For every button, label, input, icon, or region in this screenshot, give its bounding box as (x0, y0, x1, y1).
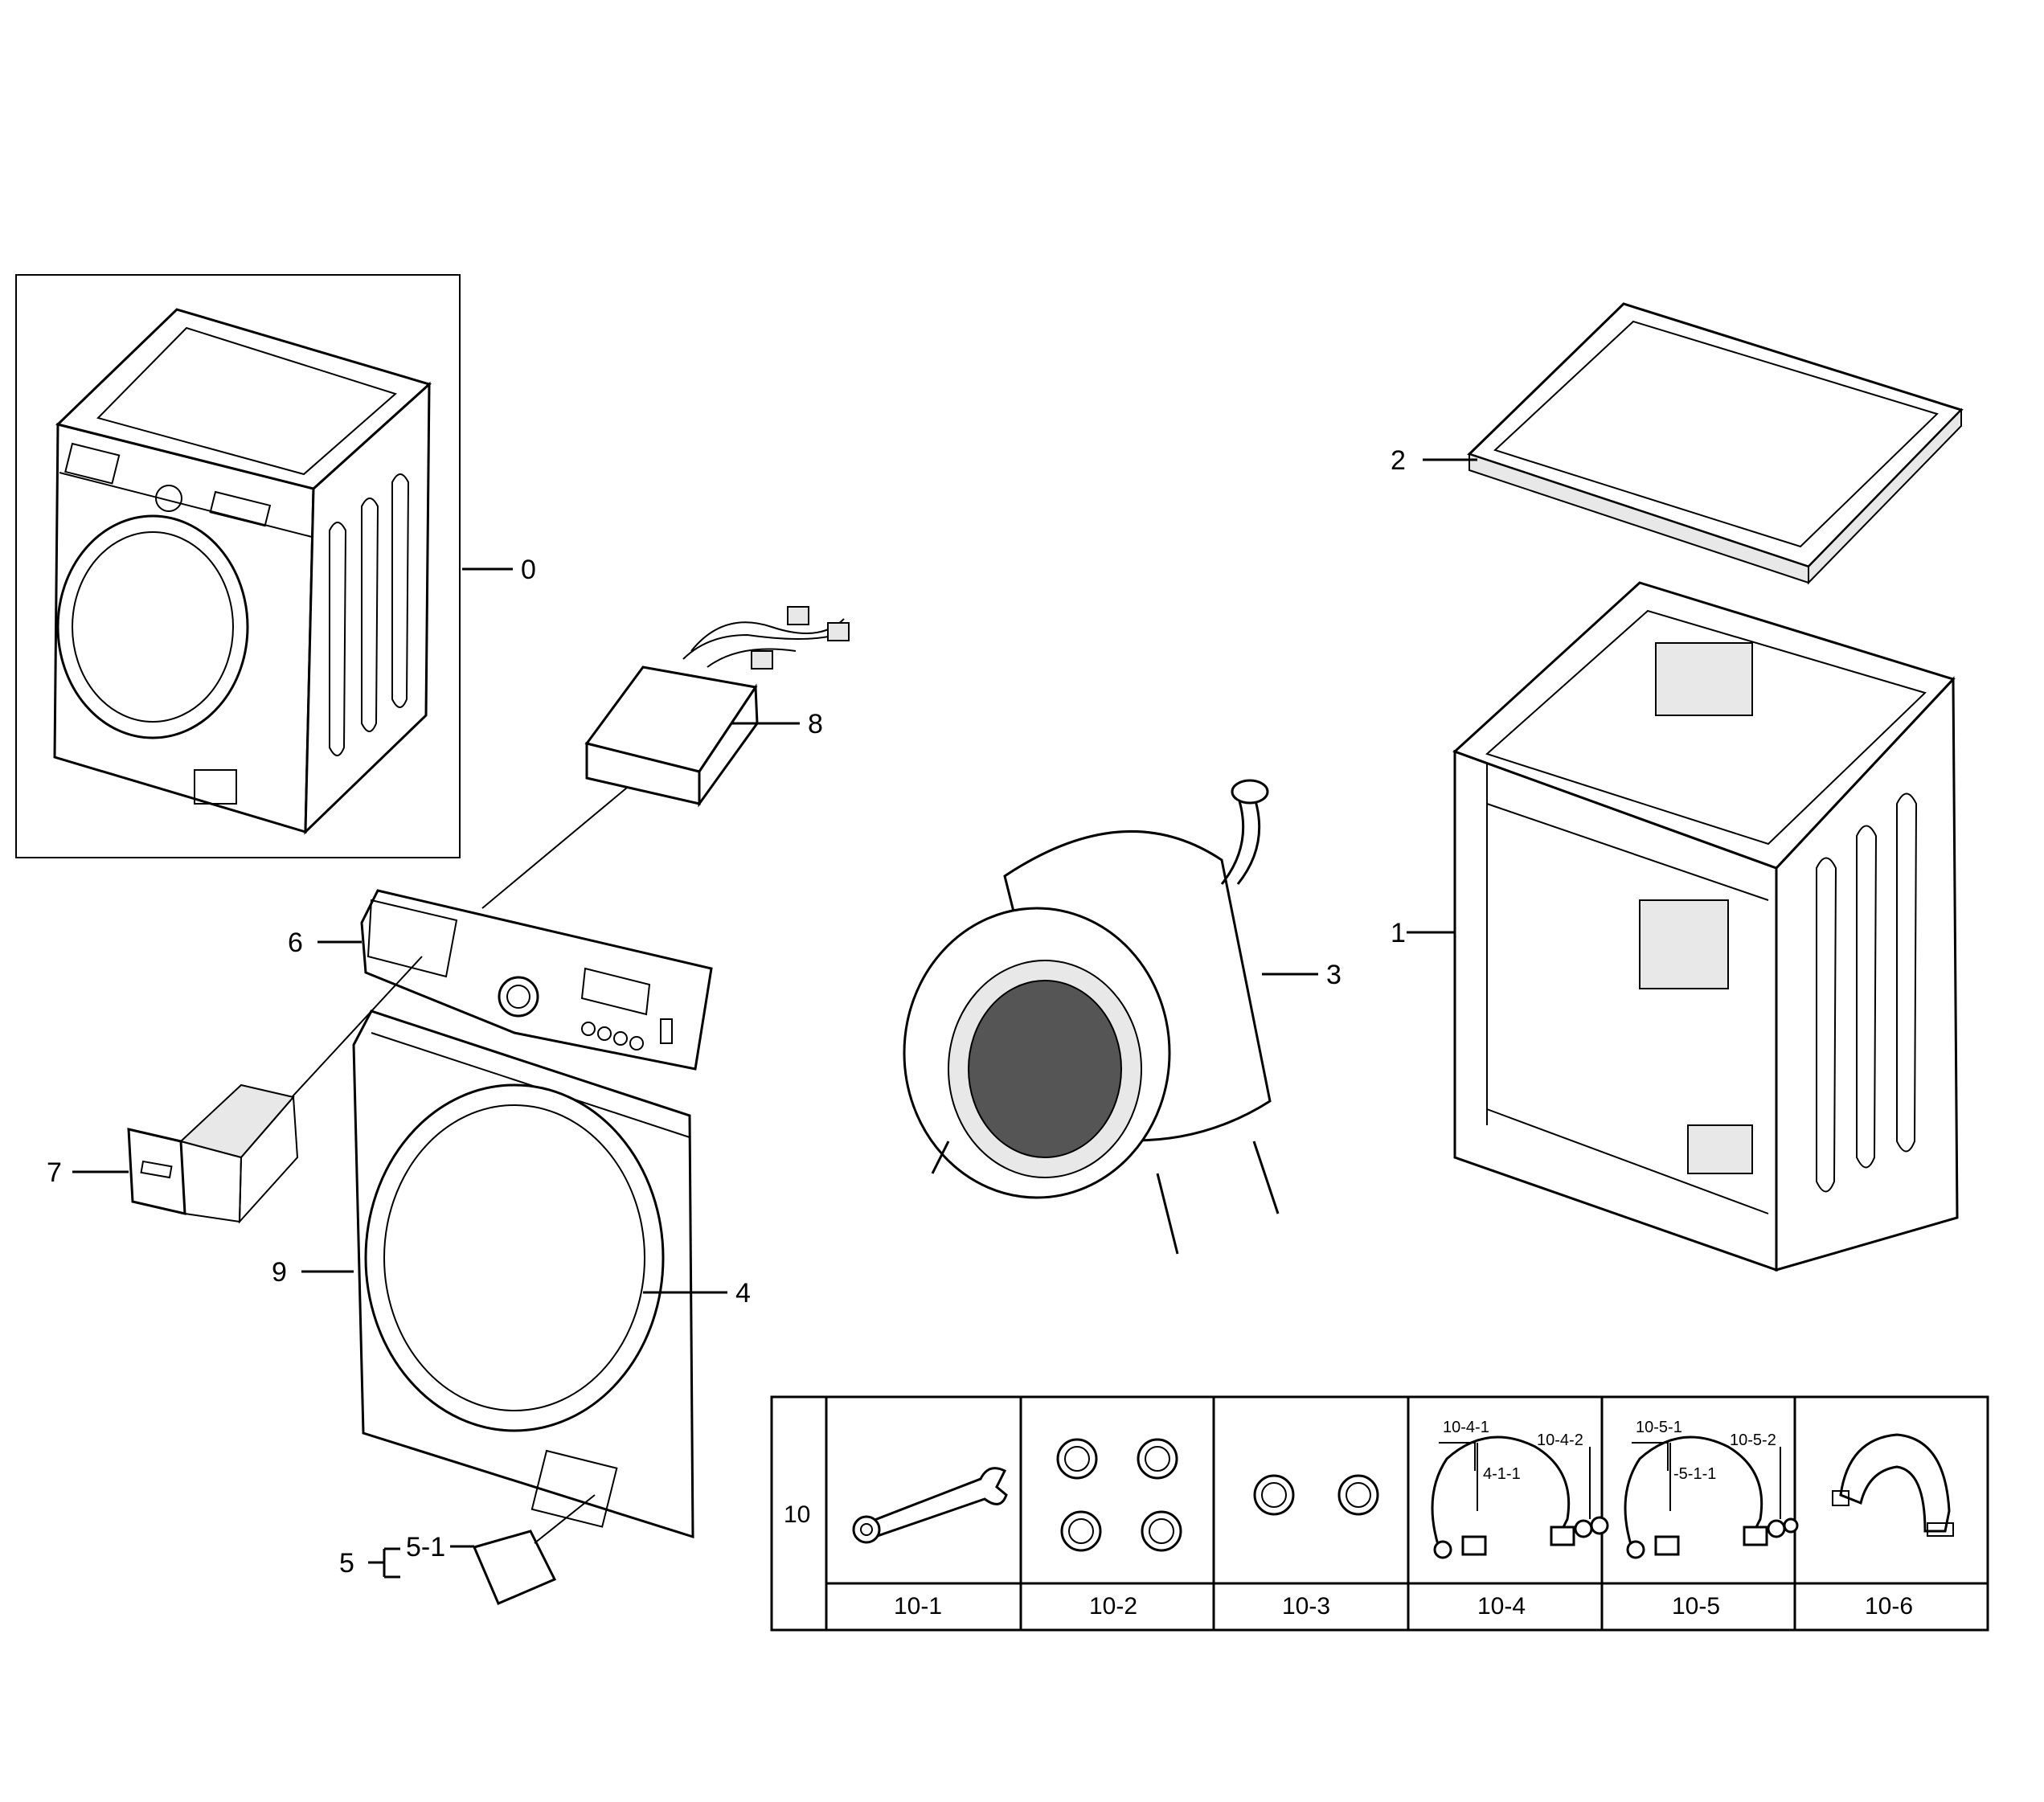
callout-3: 3 (1326, 960, 1342, 990)
accessory-10-3-label: 10-3 (1282, 1593, 1330, 1620)
accessory-10-4-2-label: 10-4-2 (1537, 1431, 1583, 1449)
accessory-10-4-hose (1431, 1435, 1609, 1559)
control-panel-display (580, 967, 651, 1016)
callout-1: 1 (1391, 918, 1406, 948)
cabinet-valve (1655, 642, 1753, 716)
callout-6: 6 (288, 928, 303, 958)
control-panel-drawer-slot (367, 899, 458, 978)
accessory-10-1-label: 10-1 (894, 1593, 942, 1620)
door-glass (383, 1104, 645, 1411)
accessory-row-label: 10 (784, 1501, 810, 1528)
part-9-front-panel: 9 4 (272, 1010, 751, 1539)
tub-damper-left (931, 1141, 950, 1174)
accessory-table-border (770, 1395, 1989, 1632)
part-2-top-cover: 2 (1391, 302, 1964, 585)
part-1-cabinet: 1 (1391, 581, 1959, 1272)
accessory-10-3-caps (1253, 1474, 1379, 1516)
accessory-10-6-label: 10-6 (1865, 1593, 1913, 1620)
accessory-table: 10 10-1 10-2 10-3 (770, 1395, 1989, 1632)
callout-2: 2 (1391, 445, 1406, 476)
tub-drum-perforation (968, 980, 1122, 1158)
callout-7: 7 (47, 1157, 62, 1188)
assembly-top (55, 308, 432, 490)
part-6-control-panel: 6 (272, 889, 713, 1118)
control-panel-body (360, 889, 713, 1071)
callout-9: 9 (272, 1257, 287, 1288)
accessory-10-2-caps (1056, 1438, 1182, 1552)
accessory-10-1-spanner (852, 1467, 1008, 1544)
leader-8-to-panel (481, 787, 628, 909)
assembly-display (209, 490, 272, 527)
tub-bellows-hose (1220, 795, 1245, 885)
accessory-10-5-label: 10-5 (1672, 1593, 1720, 1620)
part-0-assembly: 0 (15, 274, 536, 858)
assembly-frame (15, 274, 461, 858)
callout-8: 8 (808, 709, 823, 739)
accessory-10-5-hose (1624, 1435, 1799, 1559)
callout-4: 4 (735, 1278, 751, 1308)
assembly-drawer (64, 442, 121, 485)
filter-cover-plate (472, 1530, 557, 1605)
callout-5: 5 (339, 1548, 354, 1579)
wire-harness-1 (690, 618, 845, 652)
leader-6-to-drawer (272, 956, 423, 1118)
callout-5-1: 5-1 (406, 1532, 445, 1562)
cabinet-pump (1687, 1124, 1753, 1174)
part-8-pcb-harness: 8 (481, 606, 850, 909)
accessory-10-6-hose-guide (1832, 1433, 1954, 1537)
part-7-detergent-drawer: 7 (47, 1083, 299, 1224)
tub-damper-right (1252, 1141, 1280, 1214)
tub-damper-center (1156, 1173, 1179, 1255)
part-3-tub-assembly: 3 (903, 779, 1342, 1255)
assembly-knob (155, 485, 182, 512)
accessory-10-5-1-label: 10-5-1 (1636, 1419, 1682, 1436)
control-panel-knob (498, 976, 539, 1018)
accessory-10-4-label: 10-4 (1477, 1593, 1526, 1620)
assembly-door (56, 514, 249, 739)
accessory-4-1-1-label: 4-1-1 (1483, 1465, 1521, 1483)
assembly-filter-cover (194, 769, 237, 805)
control-panel-btn (581, 1022, 596, 1036)
accessory-10-5-2-label: 10-5-2 (1730, 1431, 1776, 1449)
accessory-10-4-1-label: 10-4-1 (1443, 1419, 1489, 1436)
door-outer-ring (364, 1083, 665, 1432)
accessory-10-2-label: 10-2 (1089, 1593, 1137, 1620)
top-cover-plate (1467, 302, 1964, 568)
drawer-front (127, 1128, 186, 1215)
cabinet-motor-bracket (1639, 899, 1729, 989)
accessory-5-1-1-label: -5-1-1 (1673, 1465, 1716, 1483)
callout-0: 0 (521, 555, 536, 585)
cabinet-top-frame (1452, 581, 1956, 870)
part-5-filter-cover: 5 5-1 (339, 1494, 596, 1605)
